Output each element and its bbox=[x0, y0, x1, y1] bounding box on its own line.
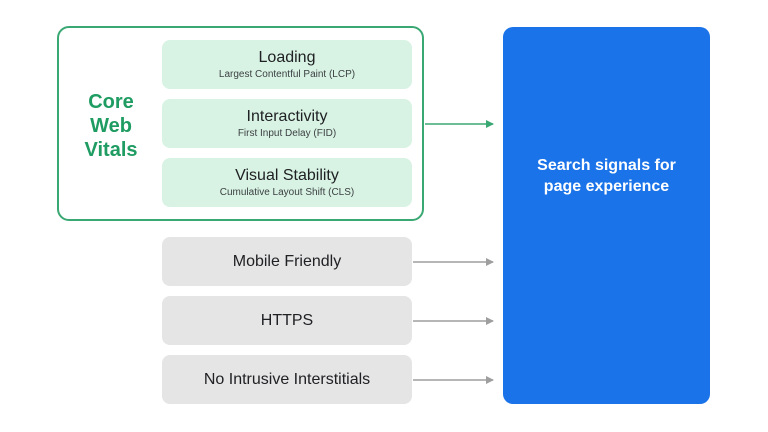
cwv-label-line: Web bbox=[90, 115, 132, 137]
search-signals-box: Search signals for page experience bbox=[503, 27, 710, 404]
cwv-label-line: Core bbox=[88, 91, 134, 113]
signal-label: HTTPS bbox=[260, 311, 314, 329]
metric-title: Loading bbox=[258, 49, 316, 66]
metric-title: Visual Stability bbox=[235, 167, 339, 184]
metric-interactivity: Interactivity First Input Delay (FID) bbox=[162, 99, 412, 148]
core-web-vitals-group bbox=[57, 26, 424, 221]
signal-label: Mobile Friendly bbox=[232, 252, 342, 270]
signal-no-intrusive-interstitials: No Intrusive Interstitials bbox=[162, 355, 412, 404]
cwv-label-line: Vitals bbox=[84, 139, 138, 161]
core-web-vitals-label: Core Web Vitals bbox=[62, 90, 160, 162]
search-signals-label: Search signals for page experience bbox=[537, 156, 676, 195]
metric-subtitle: Largest Contentful Paint (LCP) bbox=[218, 69, 356, 80]
metric-title: Interactivity bbox=[246, 108, 328, 125]
metric-loading: Loading Largest Contentful Paint (LCP) bbox=[162, 40, 412, 89]
metric-visual-stability: Visual Stability Cumulative Layout Shift… bbox=[162, 158, 412, 207]
signal-label: No Intrusive Interstitials bbox=[203, 370, 371, 388]
metric-subtitle: First Input Delay (FID) bbox=[237, 128, 337, 139]
signal-mobile-friendly: Mobile Friendly bbox=[162, 237, 412, 286]
metric-subtitle: Cumulative Layout Shift (CLS) bbox=[219, 187, 355, 198]
signal-https: HTTPS bbox=[162, 296, 412, 345]
